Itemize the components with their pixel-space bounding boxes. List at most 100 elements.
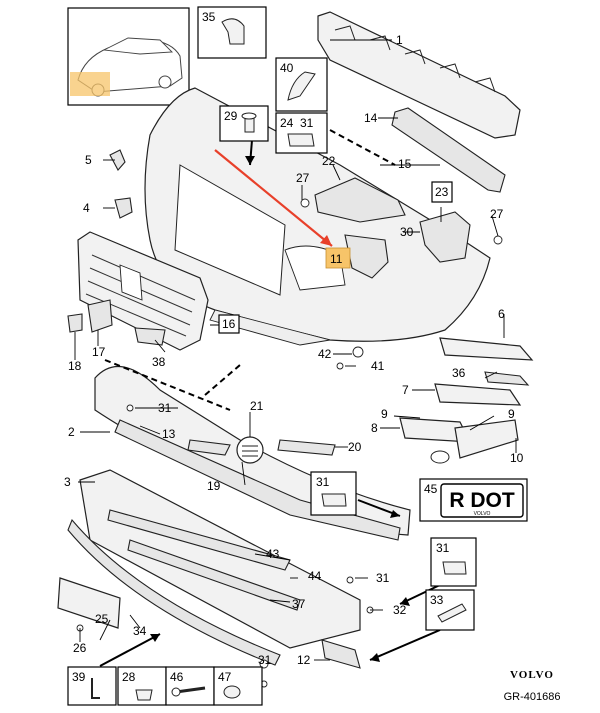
label-33: 33: [430, 593, 444, 607]
arrow-head-29: [245, 156, 255, 165]
label-29: 29: [224, 109, 238, 123]
detail-box-29: [219, 105, 269, 142]
label-9a: 9: [381, 407, 388, 421]
plate-small-text: VOLVO: [474, 511, 491, 517]
label-18: 18: [68, 359, 82, 373]
arrow-head-31-right: [390, 510, 400, 518]
label-3: 3: [64, 475, 71, 489]
detail-box-47: [213, 666, 263, 706]
label-37: 37: [292, 597, 306, 611]
part-ring-10: [430, 450, 450, 464]
detail-box-40: [275, 57, 328, 112]
label-12: 12: [297, 653, 311, 667]
label-36: 36: [452, 366, 466, 380]
label-19: 19: [207, 479, 221, 493]
detail-box-31-mid: [310, 471, 357, 516]
part-bracket-18: [67, 313, 83, 333]
plate-text: R DOT: [449, 489, 515, 512]
label-17: 17: [92, 345, 106, 359]
detail-box-35: [197, 6, 267, 59]
label-47: 47: [218, 670, 232, 684]
detail-box-16: [218, 314, 240, 334]
part-strip-43: [107, 509, 291, 571]
part-clip-5: [109, 149, 126, 171]
part-cover-9: [454, 419, 519, 459]
label-11: 11: [330, 252, 343, 266]
part-grille-strip: [391, 107, 506, 193]
label-16: 16: [222, 317, 236, 331]
pointer-arrow: [214, 149, 333, 247]
part-trim-12: [321, 639, 361, 669]
label-24: 24: [280, 116, 294, 130]
label-22: 22: [322, 154, 336, 168]
detail-box-28: [117, 666, 167, 706]
part-bracket-38: [134, 327, 166, 346]
label-13: 13: [162, 427, 176, 441]
label-26: 26: [73, 641, 87, 655]
label-44: 44: [308, 569, 322, 583]
part-clip-4: [114, 197, 133, 219]
part-trim-36: [484, 371, 530, 386]
label-27b: 27: [490, 207, 504, 221]
reference-code: GR-401686: [504, 691, 561, 703]
part-bracket-11: [325, 234, 389, 279]
label-45: 45: [424, 482, 438, 496]
detail-box-31-right: [430, 537, 477, 587]
label-30: 30: [400, 225, 414, 239]
label-6: 6: [498, 307, 505, 321]
arrow-33: [369, 629, 441, 661]
detail-box-23: [431, 181, 453, 203]
arrow-head-39: [150, 634, 160, 642]
car-thumbnail: [67, 7, 190, 106]
label-38: 38: [152, 355, 166, 369]
label-31d: 31: [436, 541, 450, 555]
label-5: 5: [85, 153, 92, 167]
part-grille-7: [434, 383, 522, 406]
label-15: 15: [398, 157, 412, 171]
label-10: 10: [510, 451, 524, 465]
detail-box-24-31: [275, 112, 328, 154]
leader-lines: [74, 39, 517, 661]
part-emblem-21: [236, 436, 264, 464]
part-side-bracket-30: [419, 211, 471, 263]
part-plate-holder-25: [57, 577, 121, 629]
label-42: 42: [318, 347, 332, 361]
label-9b: 9: [508, 407, 515, 421]
label-41: 41: [371, 359, 385, 373]
label-32: 32: [393, 603, 407, 617]
part-labels: 1 35 40 29 24 31 14 15 22 5 27 23 4 27 3…: [64, 10, 524, 684]
label-8: 8: [371, 421, 378, 435]
label-35: 35: [202, 10, 216, 24]
part-strip-19: [187, 439, 231, 456]
detail-box-45: [419, 478, 528, 522]
label-2: 2: [68, 425, 75, 439]
label-25: 25: [95, 612, 109, 626]
brand-logo: VOLVO: [510, 669, 554, 681]
label-31b: 31: [158, 401, 172, 415]
label-46: 46: [170, 670, 184, 684]
label-31e: 31: [376, 571, 390, 585]
pointer-arrow-head: [320, 235, 332, 246]
label-31a: 31: [300, 116, 314, 130]
label-23: 23: [435, 185, 449, 199]
label-43: 43: [266, 547, 280, 561]
label-40: 40: [280, 61, 294, 75]
part-strip-20: [277, 439, 336, 456]
label-27a: 27: [296, 171, 310, 185]
part-side-bracket-22: [314, 177, 406, 223]
label-39: 39: [72, 670, 86, 684]
part-lip-34: [67, 518, 281, 666]
arrow-head-33: [370, 653, 380, 662]
label-20: 20: [348, 440, 362, 454]
label-21: 21: [250, 399, 264, 413]
label-4: 4: [83, 201, 90, 215]
part-bracket-17: [87, 299, 113, 333]
label-7: 7: [402, 383, 409, 397]
label-31f: 31: [258, 653, 272, 667]
part-grille-6: [439, 337, 534, 361]
detail-box-33: [425, 589, 475, 631]
label-1: 1: [396, 33, 403, 47]
label-28: 28: [122, 670, 136, 684]
